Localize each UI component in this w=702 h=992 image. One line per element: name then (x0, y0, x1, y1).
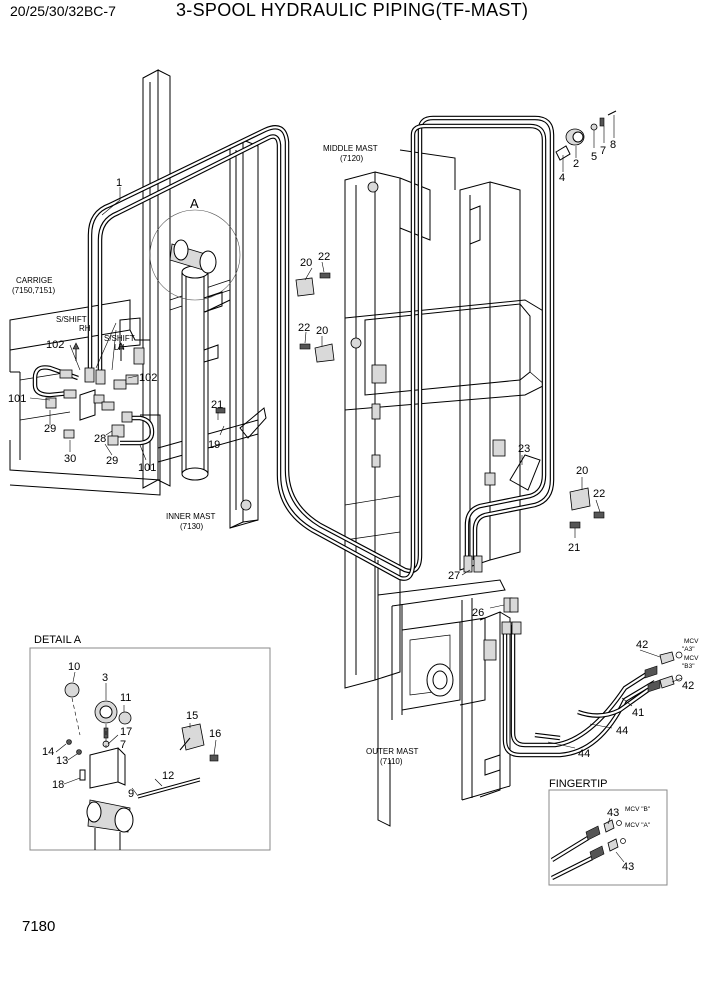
middle-mast-brackets (463, 454, 605, 635)
lift-cylinder (149, 209, 241, 481)
inner-mast-label: INNER MAST (166, 512, 215, 521)
callout-102a: 102 (46, 339, 64, 351)
fingertip-detail (548, 789, 668, 886)
mcv-a3-line2: "A3" (682, 646, 695, 653)
detail-callout-13: 13 (56, 755, 68, 767)
callout-21b: 21 (568, 542, 580, 554)
page-number: 7180 (22, 918, 56, 935)
callout-22b: 22 (298, 322, 310, 334)
text-labels: CARRIGE (7150,7151) INNER MAST (7130) MI… (12, 144, 699, 829)
page-title: 3-SPOOL HYDRAULIC PIPING(TF-MAST) (176, 0, 529, 20)
outer-mast-label: OUTER MAST (366, 747, 419, 756)
callout-29b: 29 (106, 455, 118, 467)
callout-8: 8 (610, 139, 616, 151)
callout-26: 26 (472, 607, 484, 619)
mcv-b3-line2: "B3" (682, 663, 695, 670)
lh-label: LH (114, 343, 124, 352)
callout-22a: 22 (318, 251, 330, 263)
outer-mast-ref: (7110) (380, 757, 403, 766)
hose-routing (32, 115, 657, 758)
detail-callout-11: 11 (120, 692, 131, 704)
carriage-ref: (7150,7151) (12, 286, 55, 295)
callout-28: 28 (94, 433, 106, 445)
callout-22c: 22 (593, 488, 605, 500)
detail-callout-12: 12 (162, 770, 174, 782)
callout-41: 41 (632, 707, 644, 719)
detail-callout-15: 15 (186, 710, 198, 722)
middle-mast-ref: (7120) (340, 154, 363, 163)
middle-mast-label: MIDDLE MAST (323, 144, 378, 153)
callout-20c: 20 (576, 465, 588, 477)
callout-44b: 44 (578, 748, 590, 760)
callout-2: 2 (573, 158, 579, 170)
top-sheave-parts (555, 110, 617, 161)
inner-mast-ref: (7130) (180, 522, 203, 531)
detail-callout-9: 9 (128, 788, 134, 800)
callout-101b: 101 (138, 462, 156, 474)
callout-30: 30 (64, 453, 76, 465)
callout-101a: 101 (8, 393, 26, 405)
callout-102b: 102 (139, 372, 157, 384)
carriage-fittings (45, 342, 139, 446)
callout-44a: 44 (616, 725, 628, 737)
mcv-fittings (644, 651, 683, 693)
model-code: 20/25/30/32BC-7 (10, 3, 116, 19)
fingertip-callout-43a: 43 (607, 807, 619, 819)
fingertip-title: FINGERTIP (549, 778, 607, 790)
sshift-rh-label: S/SHIFT (56, 315, 87, 324)
callout-27: 27 (448, 570, 460, 582)
callout-21a: 21 (211, 399, 223, 411)
mcv-b3-line1: MCV (684, 655, 699, 662)
detail-a-title: DETAIL A (34, 634, 82, 646)
outer-mast (377, 560, 511, 827)
callout-29a: 29 (44, 423, 56, 435)
middle-mast (344, 149, 546, 689)
callout-19: 19 (208, 439, 220, 451)
detail-callout-18: 18 (52, 779, 64, 791)
mcv-a3-line1: MCV (684, 638, 699, 645)
fingertip-mcv-a: MCV "A" (625, 822, 651, 829)
carriage-label: CARRIGE (16, 276, 52, 285)
detail-callout-14: 14 (42, 746, 54, 758)
callout-4: 4 (559, 172, 565, 184)
callout-42a: 42 (636, 639, 648, 651)
inner-mast (142, 69, 259, 529)
inner-mast-brackets (215, 272, 335, 439)
sshift-lh-label: S/SHIFT (104, 334, 135, 343)
callouts: 1 4 2 5 7 8 20 22 22 20 21 19 102 102 10… (8, 139, 694, 873)
rh-label: RH (79, 324, 91, 333)
leader-lines (29, 115, 683, 749)
detail-callout-17: 17 (120, 726, 132, 738)
callout-23: 23 (518, 443, 530, 455)
detail-callout-3: 3 (102, 672, 108, 684)
callout-20b: 20 (316, 325, 328, 337)
detail-callout-10: 10 (68, 661, 80, 673)
fingertip-mcv-b: MCV "B" (625, 806, 651, 813)
callout-1: 1 (116, 177, 122, 189)
detail-a (29, 647, 271, 851)
callout-7: 7 (600, 145, 606, 157)
detail-callout-16: 16 (209, 728, 221, 740)
callout-42b: 42 (682, 680, 694, 692)
detail-ref-a: A (190, 196, 199, 211)
fingertip-callout-43b: 43 (622, 861, 634, 873)
detail-callout-7: 7 (120, 739, 126, 751)
callout-20a: 20 (300, 257, 312, 269)
callout-5: 5 (591, 151, 597, 163)
